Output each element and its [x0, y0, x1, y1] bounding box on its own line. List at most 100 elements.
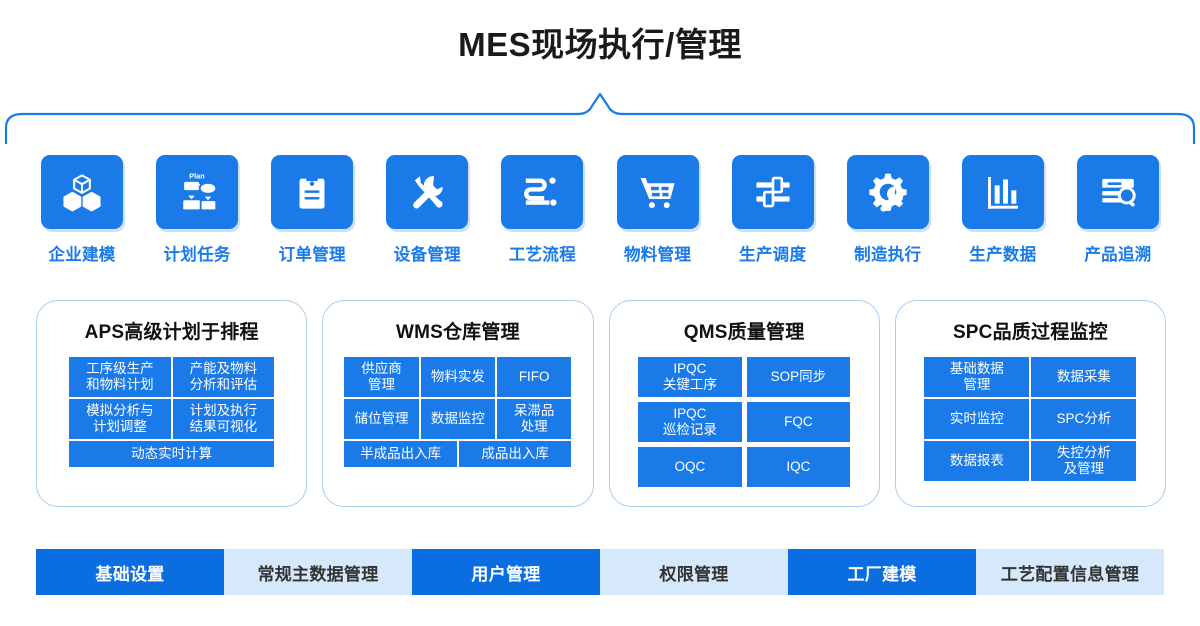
panel-cell[interactable]: 数据采集: [1031, 357, 1137, 397]
module-工艺流程[interactable]: 工艺流程: [494, 155, 590, 265]
panel-wms: WMS仓库管理 供应商管理 物料实发 FIFO 储位管理 数据监控 呆滞品处理 …: [322, 300, 594, 507]
icon-tile[interactable]: Plan: [156, 155, 239, 229]
bar-item-权限管理[interactable]: 权限管理: [600, 549, 788, 595]
brace-bracket: [0, 92, 1200, 146]
panel-cell[interactable]: 数据监控: [420, 399, 496, 439]
panel-cell[interactable]: 产能及物料分析和评估: [172, 357, 275, 397]
panel-aps: APS高级计划于排程 工序级生产和物料计划 产能及物料分析和评估 模拟分析与计划…: [36, 300, 308, 507]
panel-cell[interactable]: 工序级生产和物料计划: [69, 357, 171, 397]
module-label: 设备管理: [393, 246, 461, 264]
panel-cell[interactable]: 呆滞品处理: [497, 399, 572, 439]
icon-tile[interactable]: [271, 155, 354, 229]
icon-tile[interactable]: [731, 155, 814, 229]
panel-spc: SPC品质过程监控 基础数据管理 数据采集 实时监控 SPC分析 数据报表 失控…: [894, 300, 1166, 507]
panel-cell[interactable]: SPC分析: [1031, 399, 1137, 439]
module-订单管理[interactable]: 订单管理: [264, 155, 360, 265]
cell-row: 模拟分析与计划调整 计划及执行结果可视化: [69, 399, 275, 439]
cell-row: 基础数据管理 数据采集: [924, 357, 1137, 397]
panel-cell[interactable]: SOP同步: [746, 357, 851, 397]
module-label: 订单管理: [278, 246, 346, 264]
panel-title: QMS质量管理: [683, 322, 805, 343]
cell-row: 工序级生产和物料计划 产能及物料分析和评估: [69, 357, 275, 397]
module-制造执行[interactable]: 制造执行: [840, 155, 936, 265]
module-企业建模[interactable]: 企业建模: [34, 155, 130, 265]
module-label: 物料管理: [623, 246, 692, 264]
module-label: 企业建模: [48, 246, 116, 264]
icon-tile[interactable]: [1076, 155, 1159, 229]
cell-row: OQC IQC: [638, 447, 851, 487]
panel-title: APS高级计划于排程: [84, 322, 259, 343]
cell-row: 动态实时计算: [69, 441, 275, 467]
panel-title: SPC品质过程监控: [952, 322, 1108, 343]
module-计划任务[interactable]: Plan 计划任务: [149, 155, 245, 265]
panel-title: WMS仓库管理: [395, 322, 520, 343]
panel-cell[interactable]: 失控分析及管理: [1031, 441, 1137, 481]
document-search-icon: [1097, 171, 1139, 213]
panel-cell[interactable]: 模拟分析与计划调整: [69, 399, 171, 439]
panel-cell[interactable]: 半成品出入库: [344, 441, 457, 467]
bar-item-用户管理[interactable]: 用户管理: [412, 549, 600, 595]
gear-wrench-icon: [867, 171, 909, 213]
module-生产数据[interactable]: 生产数据: [955, 155, 1051, 265]
module-label: 生产调度: [739, 246, 807, 264]
module-label: 工艺流程: [508, 246, 577, 264]
module-产品追溯[interactable]: 产品追溯: [1070, 155, 1166, 265]
page-title: MES现场执行/管理: [458, 26, 742, 63]
module-panels: APS高级计划于排程 工序级生产和物料计划 产能及物料分析和评估 模拟分析与计划…: [36, 300, 1166, 507]
module-label: 制造执行: [854, 246, 922, 264]
svg-text:Plan: Plan: [189, 171, 205, 180]
bar-item-基础设置[interactable]: 基础设置: [36, 549, 224, 595]
foundation-bar: 基础设置 常规主数据管理 用户管理 权限管理 工厂建模 工艺配置信息管理: [36, 549, 1164, 595]
icon-tile[interactable]: [41, 155, 123, 229]
bar-item-工厂建模[interactable]: 工厂建模: [788, 549, 976, 595]
module-label: 产品追溯: [1084, 246, 1152, 264]
clipboard-icon: [292, 172, 332, 212]
panel-cell[interactable]: 供应商管理: [344, 357, 419, 397]
cell-row: 半成品出入库 成品出入库: [344, 441, 572, 467]
panel-cell[interactable]: IQC: [746, 447, 851, 487]
bar-chart-icon: [983, 172, 1023, 212]
module-label: 计划任务: [163, 246, 231, 264]
cell-row: 数据报表 失控分析及管理: [924, 441, 1137, 481]
module-label: 生产数据: [969, 246, 1037, 264]
panel-cell[interactable]: 计划及执行结果可视化: [172, 399, 275, 439]
bar-item-常规主数据管理[interactable]: 常规主数据管理: [224, 549, 412, 595]
icon-tile[interactable]: [616, 155, 699, 229]
module-设备管理[interactable]: 设备管理: [379, 155, 475, 265]
panel-cell[interactable]: FQC: [746, 402, 851, 442]
panel-cell[interactable]: 数据报表: [924, 441, 1030, 481]
icon-tile[interactable]: [386, 155, 469, 229]
cell-row: 供应商管理 物料实发 FIFO: [344, 357, 572, 397]
panel-cells: 基础数据管理 数据采集 实时监控 SPC分析 数据报表 失控分析及管理: [924, 357, 1137, 483]
bar-item-工艺配置信息管理[interactable]: 工艺配置信息管理: [976, 549, 1164, 595]
cell-row: 实时监控 SPC分析: [924, 399, 1137, 439]
panel-cell[interactable]: 成品出入库: [458, 441, 572, 467]
panel-cell[interactable]: OQC: [638, 447, 742, 487]
panel-cell[interactable]: FIFO: [497, 357, 572, 397]
shopping-cart-icon: [637, 171, 679, 213]
module-icon-row: 企业建模 Plan 计划任务: [34, 155, 1166, 265]
cubes-icon: [61, 171, 103, 213]
panel-cell[interactable]: 物料实发: [420, 357, 496, 397]
panel-cell[interactable]: 实时监控: [924, 399, 1030, 439]
process-flow-icon: [521, 171, 563, 213]
plan-flowchart-icon: Plan: [175, 170, 219, 214]
panel-cell[interactable]: 储位管理: [344, 399, 419, 439]
icon-tile[interactable]: [846, 155, 929, 229]
panel-cell[interactable]: 基础数据管理: [924, 357, 1030, 397]
panel-cells: 供应商管理 物料实发 FIFO 储位管理 数据监控 呆滞品处理 半成品出入库 成…: [344, 357, 572, 469]
wrench-screwdriver-icon: [406, 171, 448, 213]
panel-cells: 工序级生产和物料计划 产能及物料分析和评估 模拟分析与计划调整 计划及执行结果可…: [69, 357, 275, 469]
icon-tile[interactable]: [501, 155, 584, 229]
module-物料管理[interactable]: 物料管理: [610, 155, 706, 265]
module-生产调度[interactable]: 生产调度: [725, 155, 821, 265]
icon-tile[interactable]: [961, 155, 1044, 229]
panel-cell[interactable]: 动态实时计算: [69, 441, 275, 467]
